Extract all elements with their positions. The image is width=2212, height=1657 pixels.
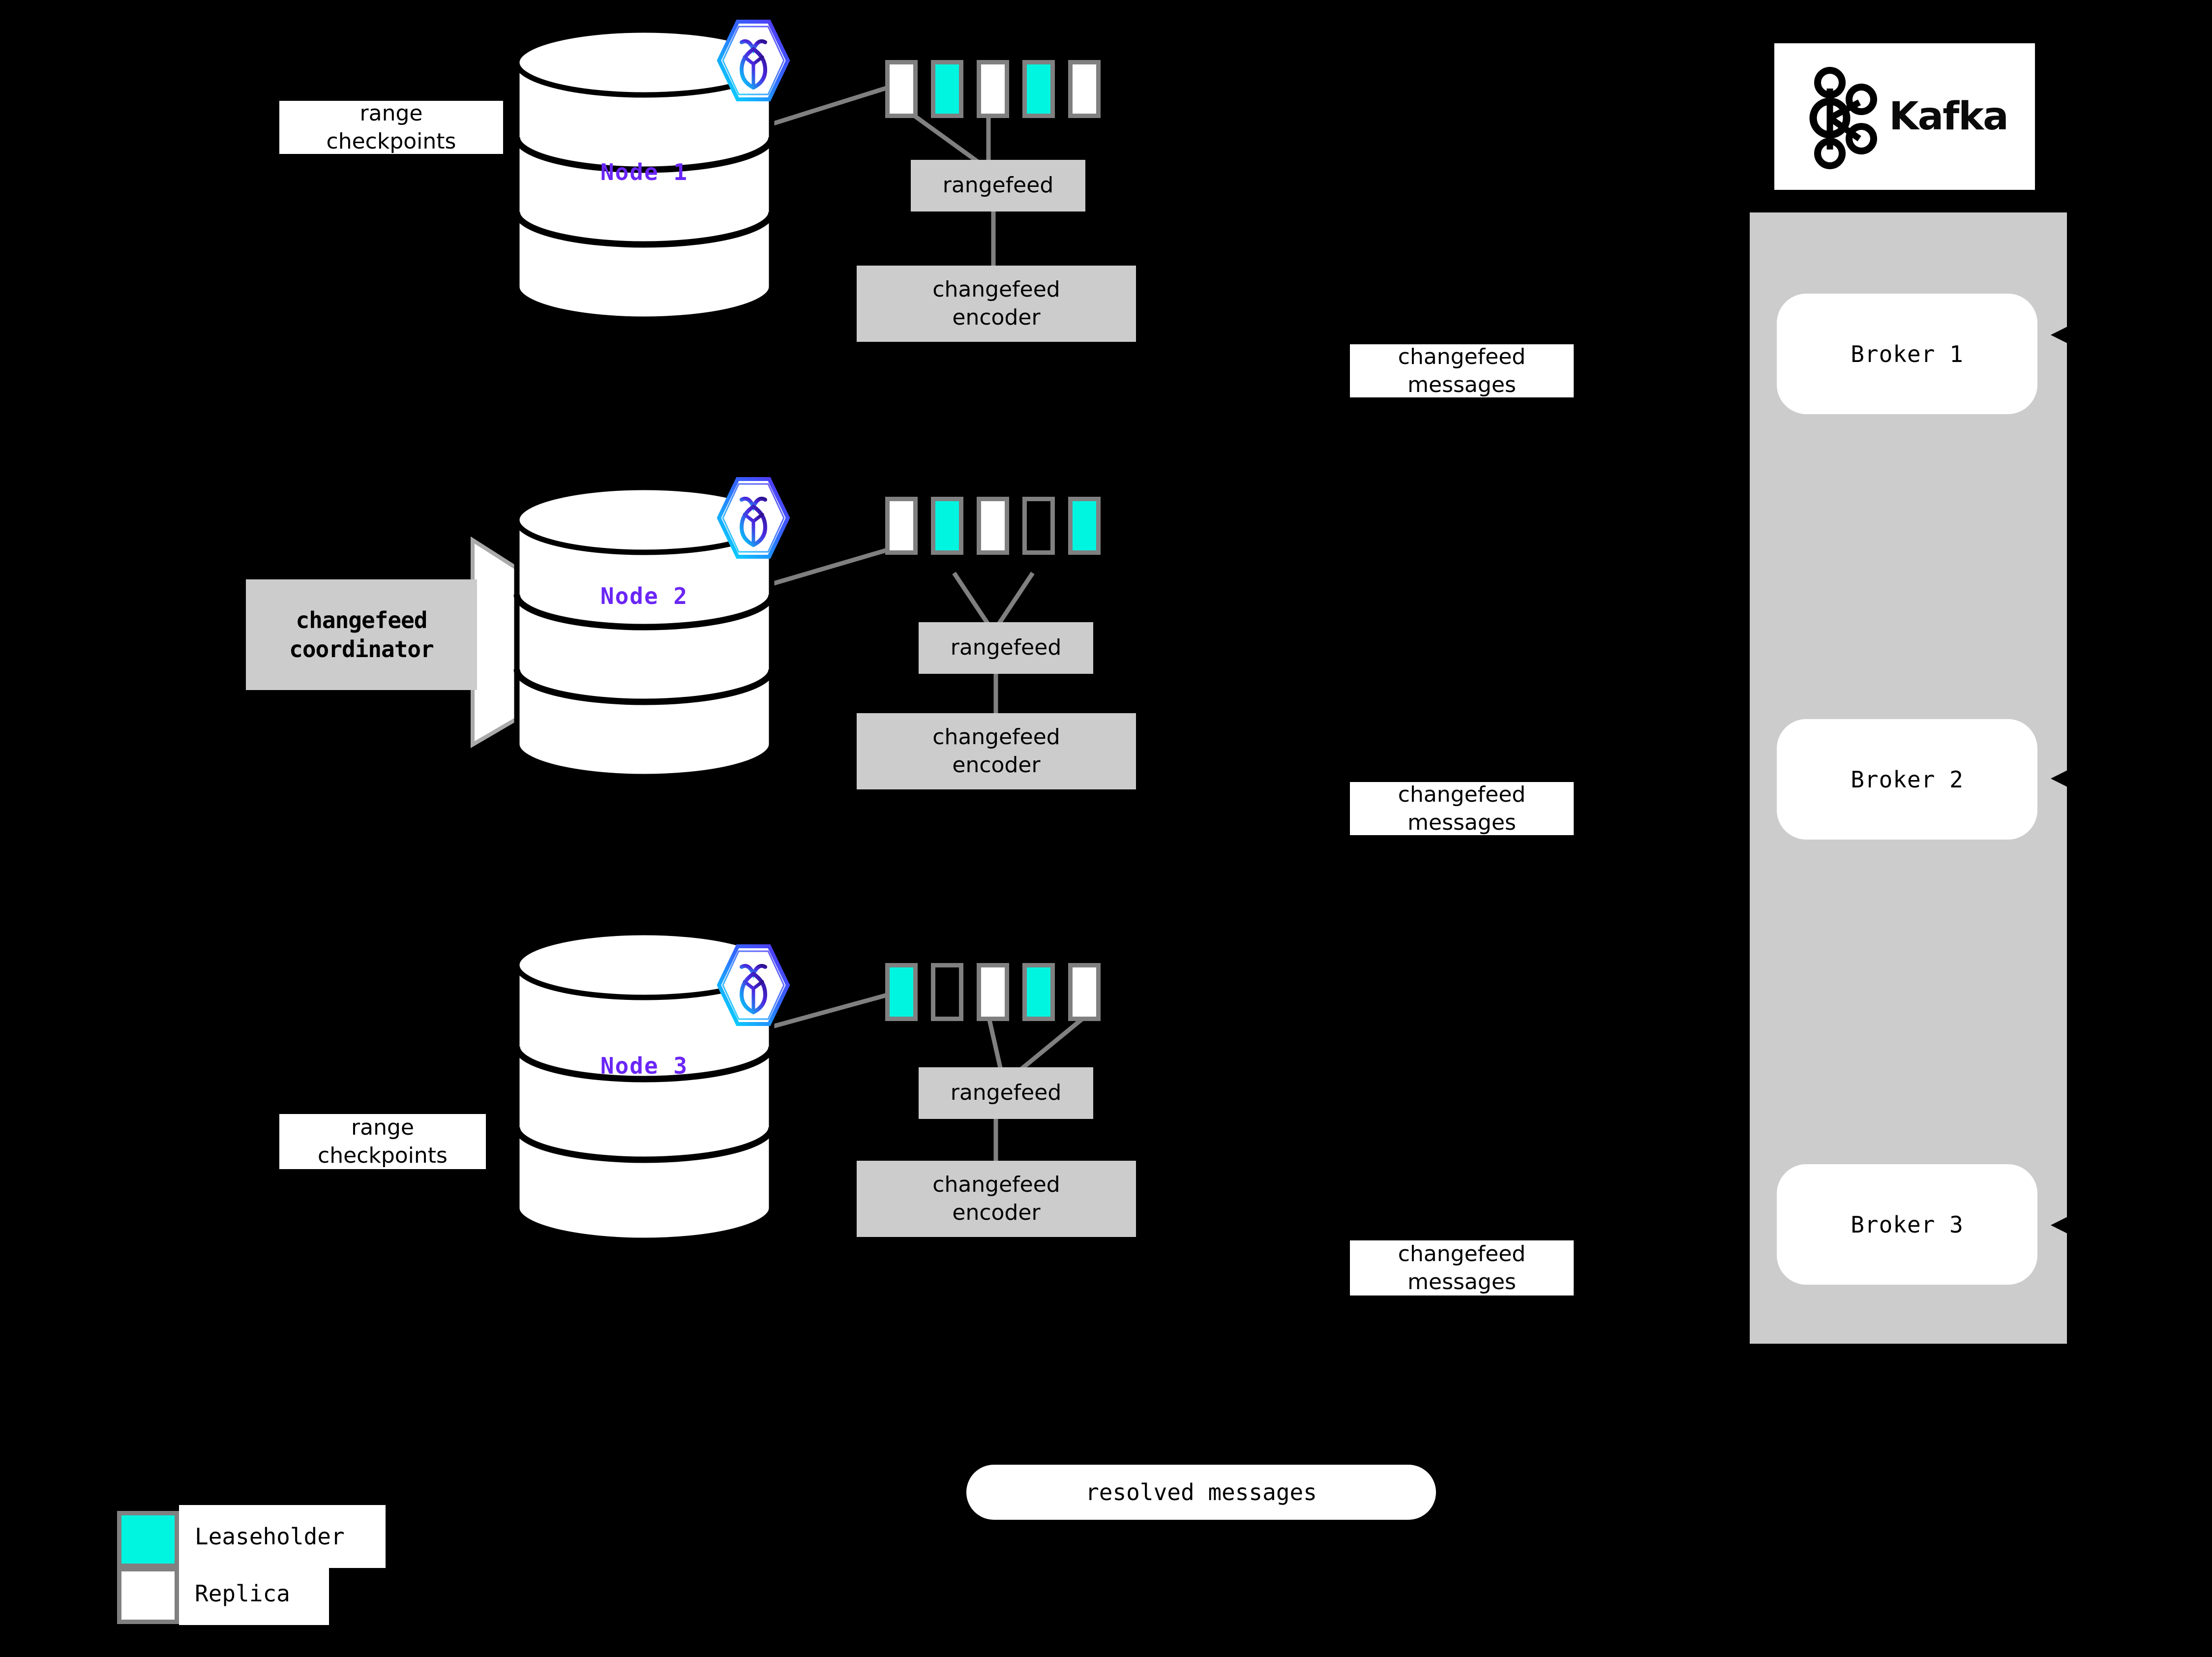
broker-3[interactable]: Broker 3 bbox=[1777, 1164, 2037, 1285]
encoder-label-line2: encoder bbox=[952, 304, 1041, 330]
node-3-range-row bbox=[885, 963, 1114, 1021]
node-2-changefeed-messages-label: changefeed messages bbox=[1350, 782, 1574, 835]
kafka-cluster-panel: Broker 1 Broker 2 Broker 3 bbox=[1750, 212, 2067, 1344]
encoder-label-line1: changefeed bbox=[932, 277, 1060, 302]
changefeed-messages-line1: changefeed bbox=[1398, 1241, 1526, 1266]
database-cylinder-icon bbox=[513, 27, 775, 322]
encoder-label-line2: encoder bbox=[952, 1200, 1041, 1225]
database-cylinder-icon bbox=[513, 484, 775, 780]
resolved-messages-pill[interactable]: resolved messages bbox=[966, 1465, 1436, 1520]
node-3-cylinder: Node 3 bbox=[513, 930, 775, 1244]
range-checkpoints-line1: range bbox=[351, 1115, 414, 1140]
legend-label-leaseholder: Leaseholder bbox=[179, 1505, 386, 1568]
node-2-range-row bbox=[885, 497, 1114, 555]
encoder-label-line1: changefeed bbox=[932, 1172, 1060, 1198]
node-1-range-row bbox=[885, 60, 1114, 118]
kafka-inbound-arrow-3 bbox=[2051, 1216, 2069, 1235]
cockroachdb-hex-icon bbox=[714, 476, 793, 560]
node-3-changefeed-encoder-box[interactable]: changefeed encoder bbox=[857, 1161, 1136, 1237]
resolved-messages-label: resolved messages bbox=[1085, 1479, 1317, 1506]
kafka-wordmark: Kafka bbox=[1889, 94, 2009, 139]
kafka-node-graph-icon bbox=[1809, 67, 1878, 169]
range-box-empty[interactable] bbox=[931, 963, 963, 1021]
rangefeed-label: rangefeed bbox=[942, 173, 1054, 198]
broker-label: Broker 2 bbox=[1851, 766, 1964, 793]
node-1-label: Node 1 bbox=[600, 159, 688, 185]
coordinator-label-line1: changefeed bbox=[296, 606, 428, 633]
changefeed-messages-line1: changefeed bbox=[1398, 782, 1526, 807]
node-1-cylinder: Node 1 bbox=[513, 27, 775, 322]
changefeed-messages-line2: messages bbox=[1407, 1269, 1516, 1295]
range-box-replica[interactable] bbox=[885, 497, 918, 555]
changefeed-messages-line2: messages bbox=[1407, 810, 1516, 835]
changefeed-messages-line1: changefeed bbox=[1398, 344, 1526, 369]
rangefeed-label: rangefeed bbox=[950, 635, 1062, 661]
node-1-range-checkpoints-label: range checkpoints bbox=[279, 101, 503, 154]
node-3-range-checkpoints-label: range checkpoints bbox=[279, 1114, 486, 1169]
range-box-replica[interactable] bbox=[885, 60, 918, 118]
node-2-changefeed-encoder-box[interactable]: changefeed encoder bbox=[857, 713, 1136, 789]
encoder-label-line2: encoder bbox=[952, 752, 1041, 778]
range-box-leaseholder[interactable] bbox=[1022, 963, 1055, 1021]
database-cylinder-icon bbox=[513, 930, 775, 1243]
legend-label-replica: Replica bbox=[179, 1562, 329, 1625]
range-box-replica[interactable] bbox=[977, 497, 1009, 555]
range-checkpoints-line1: range bbox=[359, 100, 423, 126]
node-3-label: Node 3 bbox=[600, 1053, 688, 1079]
kafka-inbound-arrow-1 bbox=[2051, 326, 2069, 344]
changefeed-coordinator-box[interactable]: changefeed coordinator bbox=[246, 579, 477, 690]
broker-label: Broker 1 bbox=[1851, 340, 1964, 367]
cockroachdb-hex-icon bbox=[714, 19, 793, 102]
node-2-label: Node 2 bbox=[600, 583, 688, 609]
node-3-rangefeed-box[interactable]: rangefeed bbox=[919, 1067, 1093, 1119]
cockroachdb-hex-icon bbox=[714, 943, 793, 1027]
range-box-leaseholder[interactable] bbox=[885, 963, 918, 1021]
range-checkpoints-line2: checkpoints bbox=[326, 129, 456, 154]
broker-1[interactable]: Broker 1 bbox=[1777, 294, 2037, 414]
rangefeed-label: rangefeed bbox=[950, 1080, 1062, 1106]
range-box-replica[interactable] bbox=[977, 963, 1009, 1021]
legend-swatch-leaseholder bbox=[117, 1511, 179, 1568]
range-box-leaseholder[interactable] bbox=[931, 497, 963, 555]
range-box-replica[interactable] bbox=[1068, 60, 1101, 118]
legend-swatch-replica bbox=[117, 1567, 179, 1624]
range-box-leaseholder[interactable] bbox=[1068, 497, 1101, 555]
encoder-label-line1: changefeed bbox=[932, 724, 1060, 750]
changefeed-messages-line2: messages bbox=[1407, 372, 1516, 397]
node-1-changefeed-encoder-box[interactable]: changefeed encoder bbox=[857, 266, 1136, 342]
node-2-cylinder: Node 2 bbox=[513, 484, 775, 780]
range-box-replica[interactable] bbox=[1068, 963, 1101, 1021]
broker-label: Broker 3 bbox=[1851, 1211, 1964, 1238]
node-3-changefeed-messages-label: changefeed messages bbox=[1350, 1240, 1574, 1295]
kafka-logo-box: Kafka bbox=[1774, 43, 2035, 190]
range-checkpoints-line2: checkpoints bbox=[318, 1143, 448, 1168]
coordinator-label-line2: coordinator bbox=[289, 635, 434, 663]
node-1-rangefeed-box[interactable]: rangefeed bbox=[911, 160, 1085, 211]
kafka-inbound-arrow-2 bbox=[2051, 769, 2069, 788]
range-box-leaseholder[interactable] bbox=[931, 60, 963, 118]
broker-2[interactable]: Broker 2 bbox=[1777, 719, 2037, 840]
range-box-replica[interactable] bbox=[977, 60, 1009, 118]
node-2-rangefeed-box[interactable]: rangefeed bbox=[919, 622, 1093, 674]
range-box-leaseholder[interactable] bbox=[1022, 60, 1055, 118]
range-box-empty[interactable] bbox=[1022, 497, 1055, 555]
legend: Leaseholder Replica bbox=[117, 1505, 422, 1629]
node-1-changefeed-messages-label: changefeed messages bbox=[1350, 344, 1574, 397]
